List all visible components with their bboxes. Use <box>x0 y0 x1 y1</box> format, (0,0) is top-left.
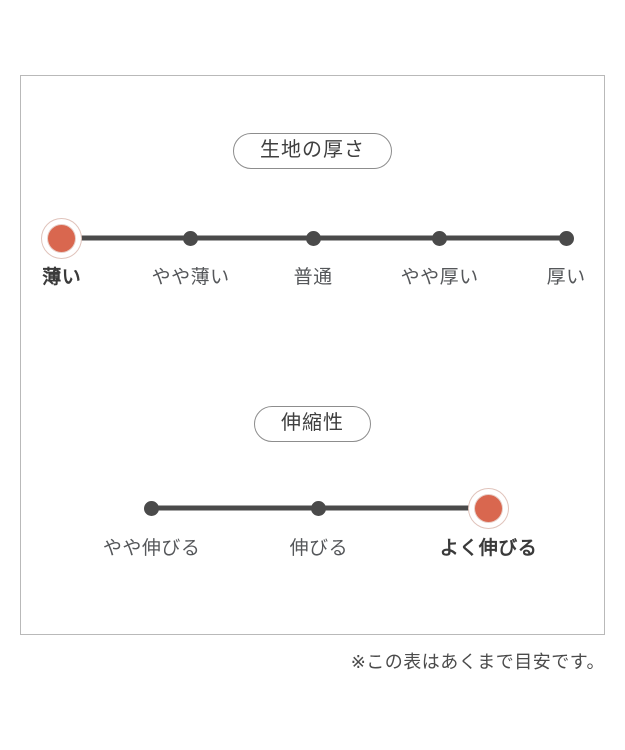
thickness-dot-usui[interactable] <box>48 224 76 252</box>
thickness-dot-futsuu[interactable] <box>305 230 321 246</box>
thickness-scale <box>21 216 604 260</box>
stretch-heading-pill: 伸縮性 <box>254 406 371 442</box>
footnote-disclaimer: ※この表はあくまで目安です。 <box>350 652 605 672</box>
thickness-heading-row: 生地の厚さ <box>21 133 604 169</box>
spec-table-card: 生地の厚さ 薄い やや薄い 普通 やや厚い 厚い 伸縮性 <box>20 75 605 635</box>
stretch-label-yaya-nobiru: やや伸びる <box>102 538 201 559</box>
stretch-dot-yaya-nobiru[interactable] <box>144 500 160 516</box>
stretch-dot-yoku-nobiru[interactable] <box>475 494 503 522</box>
thickness-dot-atsui[interactable] <box>558 230 574 246</box>
thickness-label-yaya-atsui: やや厚い <box>400 267 479 288</box>
thickness-label-usui: 薄い <box>42 267 82 288</box>
thickness-dot-yaya-usui[interactable] <box>183 230 199 246</box>
thickness-dot-yaya-atsui[interactable] <box>432 230 448 246</box>
thickness-label-yaya-usui: やや薄い <box>151 267 230 288</box>
stretch-label-nobiru: 伸びる <box>289 538 349 559</box>
stretch-heading-row: 伸縮性 <box>21 406 604 442</box>
thickness-heading-pill: 生地の厚さ <box>233 133 392 169</box>
stretch-labels: やや伸びる 伸びる よく伸びる <box>21 538 604 564</box>
stretch-dot-nobiru[interactable] <box>311 500 327 516</box>
thickness-labels: 薄い やや薄い 普通 やや厚い 厚い <box>21 267 604 293</box>
thickness-label-futsuu: 普通 <box>293 267 333 288</box>
thickness-label-atsui: 厚い <box>546 267 586 288</box>
stretch-label-yoku-nobiru: よく伸びる <box>439 538 538 559</box>
stretch-scale <box>21 486 604 530</box>
